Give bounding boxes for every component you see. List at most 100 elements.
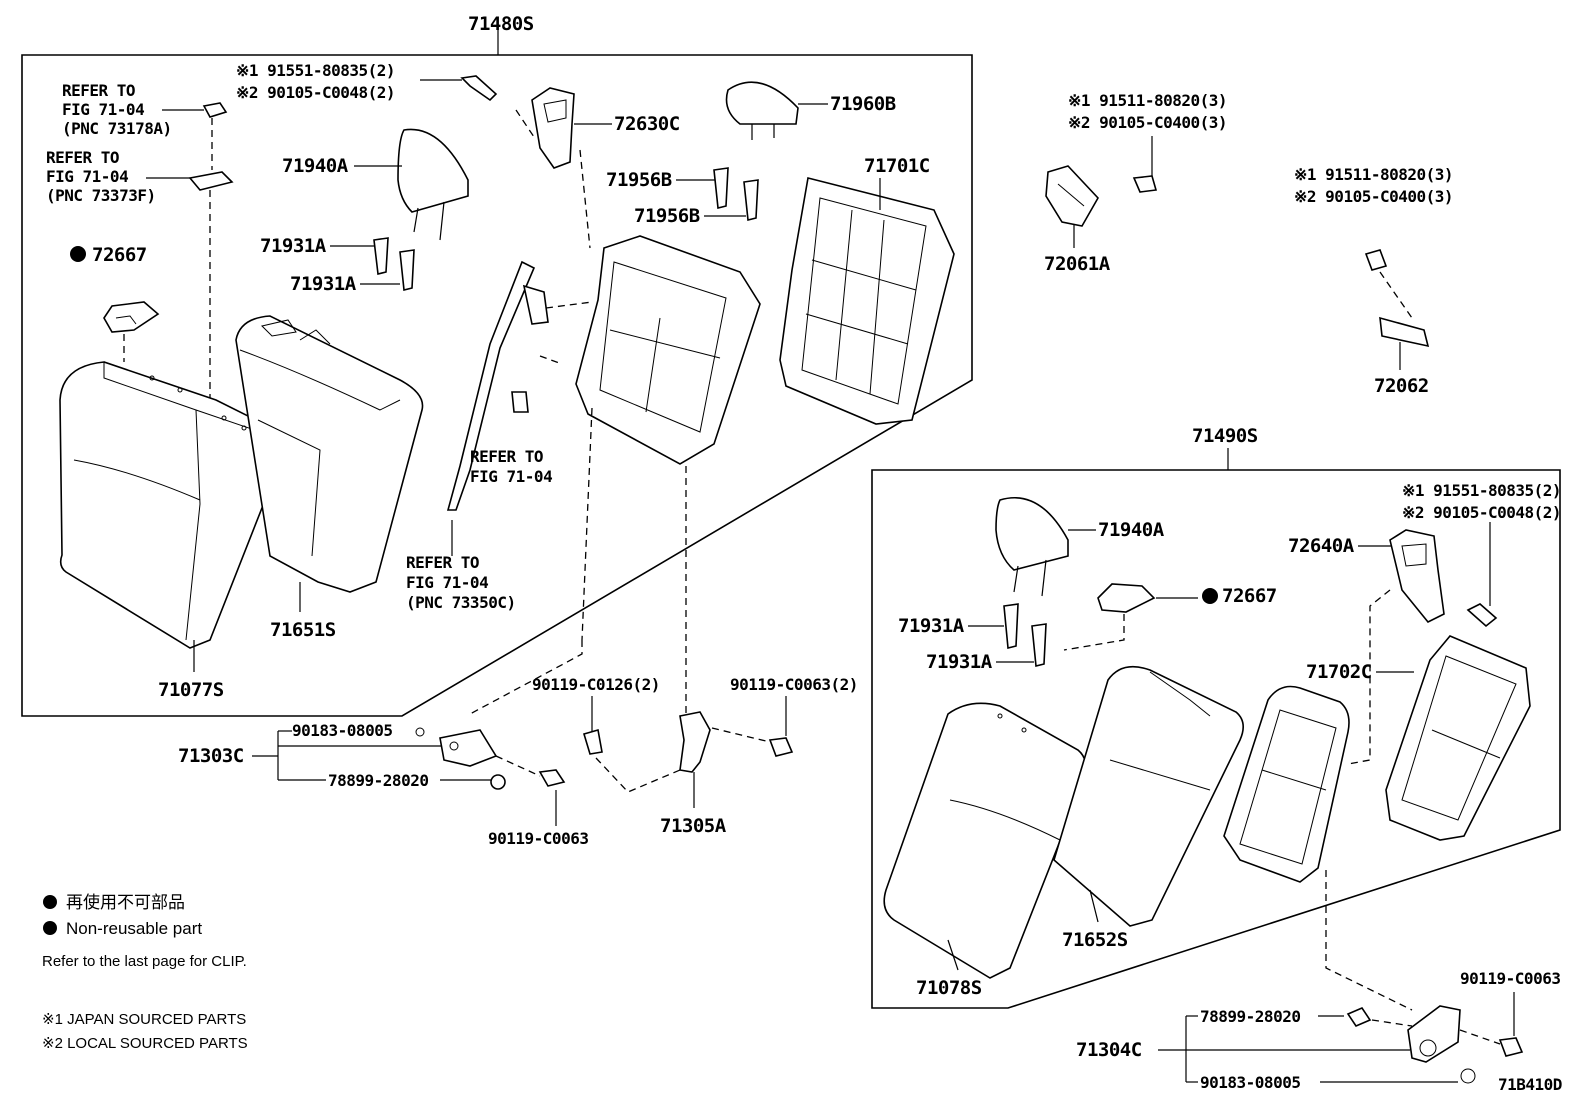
label-71652s: 71652S [1062,929,1128,951]
bolt-note-top-left: ※1 91551-80835(2) ※2 90105-C0048(2) [236,61,396,102]
diagram-code: 71B410D [1498,1075,1562,1094]
label-71304c: 71304C [1076,1039,1142,1061]
bolt-right [1364,249,1388,271]
part-90119-c0126: 90119-C0126(2) [532,675,660,694]
seatback-cover-71078s [883,702,1087,979]
group-frame-71490s [871,469,1561,1009]
clip-78899-left [490,774,506,790]
legend-en: Non-reusable part [66,919,202,938]
svg-text:※2 90105-C0400(3): ※2 90105-C0400(3) [1068,113,1227,132]
hinge-71303c [439,729,498,767]
svg-text:REFER TO: REFER TO [62,81,135,100]
svg-text:※1 91551-80835(2): ※1 91551-80835(2) [236,61,395,80]
cover-72667-right [1097,583,1156,613]
svg-text:REFER TO: REFER TO [470,447,543,466]
bolt-top [460,75,498,102]
bolt-90119-c0063-2 [768,737,794,757]
label-71931a-1: 71931A [260,235,327,257]
label-72667-right: 72667 [1222,585,1277,607]
seatback-frame [575,235,761,465]
non-reusable-marker-right [1202,588,1218,604]
label-71931a-r2: 71931A [926,651,993,673]
label-71931a-2: 71931A [290,273,357,295]
label-71956b-2: 71956B [634,205,700,227]
label-71078s: 71078S [916,977,982,999]
svg-text:※2 90105-C0048(2): ※2 90105-C0048(2) [1402,503,1561,522]
seatback-frame-right [1223,685,1350,883]
legend-note-japan: ※1 JAPAN SOURCED PARTS [42,1011,246,1028]
refer-note-73373f: REFER TO FIG 71-04 (PNC 73373F) [46,148,156,205]
svg-text:(PNC 73178A): (PNC 73178A) [62,119,172,138]
non-reusable-marker [70,246,86,262]
clip-78899-right [1346,1007,1372,1027]
hinge-71305a [679,711,711,773]
part-90183-08005-right: 90183-08005 [1200,1073,1300,1092]
part-90119-c0063-right: 90119-C0063 [1460,969,1560,988]
label-72630c: 72630C [614,113,680,135]
washer-left [415,727,425,737]
label-71490s: 71490S [1192,425,1258,447]
group-frame-71480s [21,54,973,717]
seatback-pad-71652s [1053,665,1244,927]
headrest-guide-r2 [1031,623,1047,668]
label-71303c: 71303C [178,745,244,767]
svg-text:FIG 71-04: FIG 71-04 [46,167,128,186]
headrest-71940a [397,128,469,213]
label-71960b: 71960B [830,93,896,115]
label-72061a: 72061A [1044,253,1111,275]
label-71702c: 71702C [1306,661,1372,683]
headrest-support-2 [743,179,759,221]
legend-jp: 再使用不可部品 [66,892,185,912]
label-72062: 72062 [1374,375,1429,397]
bolt-90119-c0063-left [538,769,566,787]
label-71940a-top: 71940A [282,155,349,177]
small-clip-part [202,102,228,118]
part-78899-28020-left: 78899-28020 [328,771,428,790]
label-71480s: 71480S [468,13,534,35]
svg-text:(PNC 73373F): (PNC 73373F) [46,186,156,205]
label-71931a-r1: 71931A [898,615,965,637]
legend-clip-note: Refer to the last page for CLIP. [42,953,247,970]
bolt-note-mid: ※1 91511-80820(3) ※2 90105-C0400(3) [1068,91,1228,132]
washer-right [1460,1068,1476,1084]
bolt-mid [1132,175,1158,193]
lock-assy-72640a [1389,529,1445,624]
bolt-note-right-group: ※1 91551-80835(2) ※2 90105-C0048(2) [1402,481,1562,522]
legend-note-local: ※2 LOCAL SOURCED PARTS [42,1035,248,1052]
headrest-guide-1 [373,237,389,275]
seatback-board-71702c [1385,635,1531,841]
svg-text:FIG 71-04: FIG 71-04 [406,573,488,592]
bracket-72062 [1379,316,1430,348]
headrest-guide-r1 [1003,603,1019,650]
svg-text:※1 91511-80820(3): ※1 91511-80820(3) [1068,91,1227,110]
refer-note-fig-71-04: REFER TO FIG 71-04 [470,447,553,486]
label-71956b-1: 71956B [606,169,672,191]
label-72667-top: 72667 [92,244,147,266]
label-71701c: 71701C [864,155,930,177]
seatback-pad-71651s [235,315,424,593]
seatback-board-71701c [779,177,955,425]
headrest-guide-2 [399,249,415,291]
svg-text:(PNC 73350C): (PNC 73350C) [406,593,516,612]
bolt-right-group [1466,603,1498,628]
bolt-90119-c0063-right [1498,1037,1524,1057]
label-72640a: 72640A [1288,535,1355,557]
part-90119-c0063-2: 90119-C0063(2) [730,675,858,694]
headrest-71960b [725,81,799,125]
svg-text:※2 90105-C0400(3): ※2 90105-C0400(3) [1294,187,1453,206]
svg-text:FIG 71-04: FIG 71-04 [62,100,144,119]
refer-note-73350c: REFER TO FIG 71-04 (PNC 73350C) [406,553,516,612]
part-78899-28020-right: 78899-28020 [1200,1007,1300,1026]
svg-text:REFER TO: REFER TO [46,148,119,167]
label-71940a-right: 71940A [1098,519,1165,541]
label-71077s: 71077S [158,679,224,701]
hinge-71304c [1407,1005,1461,1063]
headrest-71940a-right [995,496,1069,571]
svg-text:REFER TO: REFER TO [406,553,479,572]
label-71305a: 71305A [660,815,727,837]
svg-text:※1 91511-80820(3): ※1 91511-80820(3) [1294,165,1453,184]
seat-belt-assy [446,260,536,511]
lock-assy-72630c [531,87,575,169]
label-71651s: 71651S [270,619,336,641]
